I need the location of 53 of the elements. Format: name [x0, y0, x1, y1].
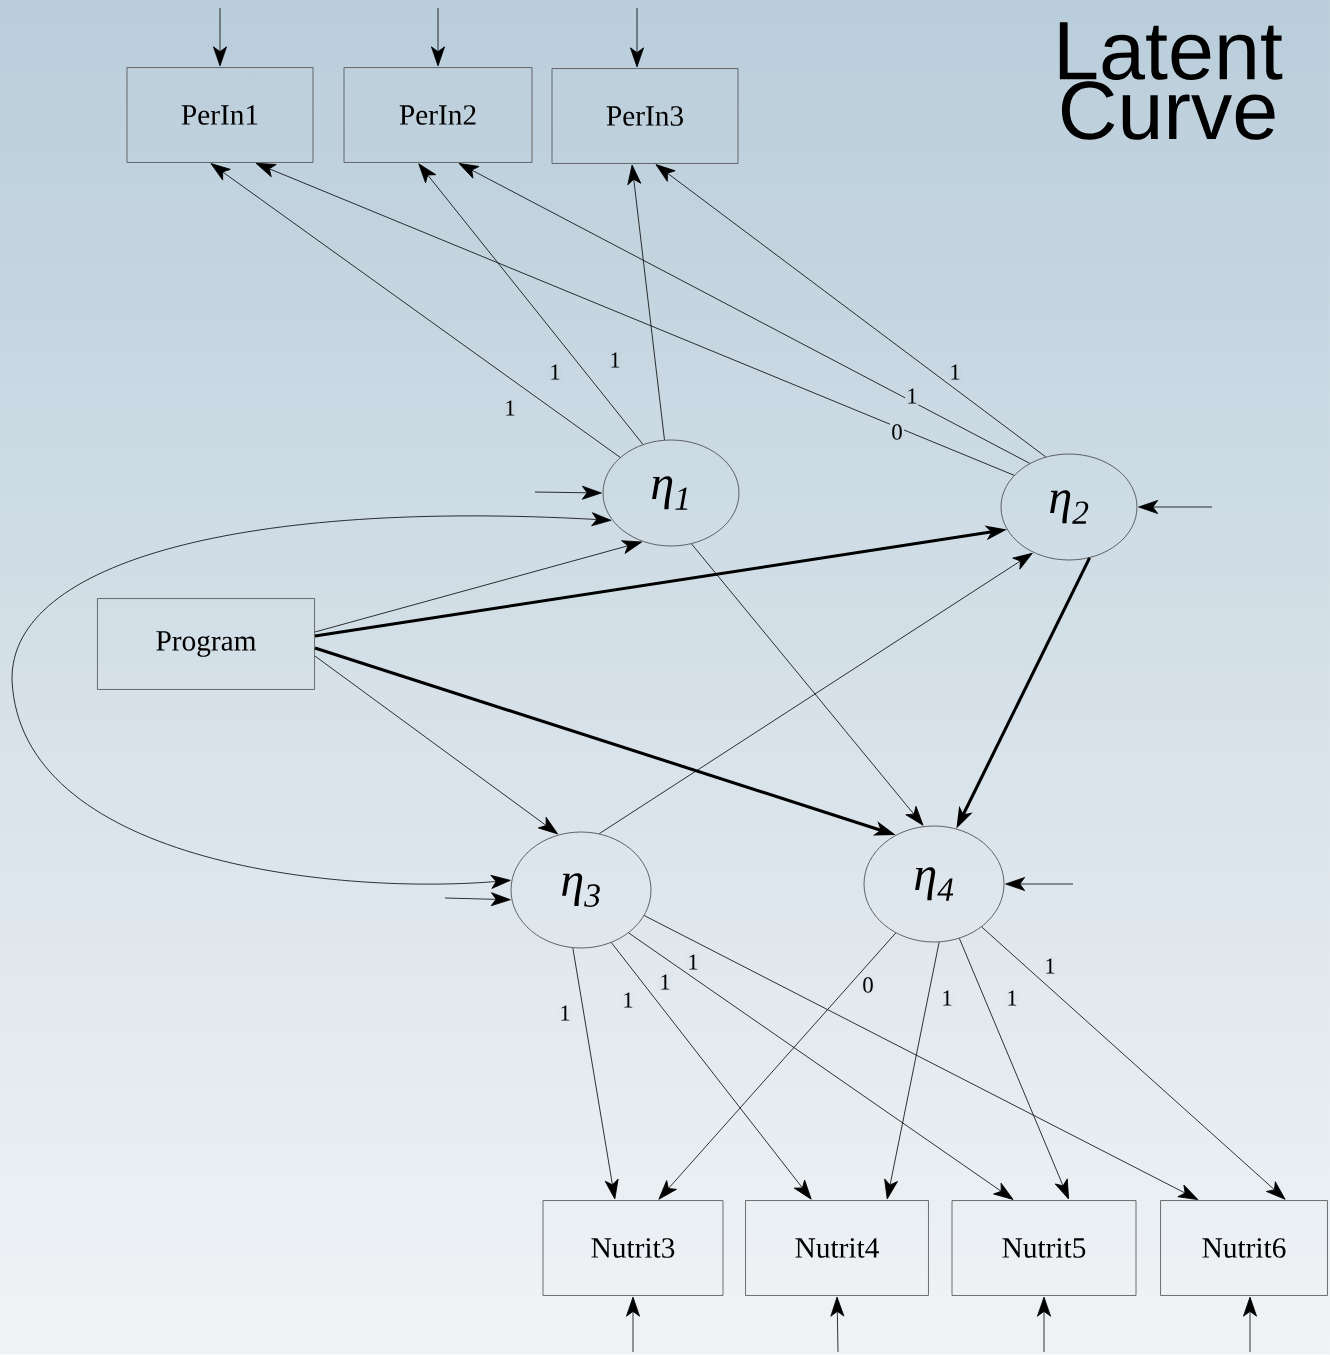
edge-label: 1: [951, 364, 960, 380]
error-arrow: [431, 7, 445, 67]
arrow: [598, 552, 1033, 834]
arrow: [314, 540, 643, 633]
error-arrow: [830, 1296, 845, 1353]
arrow: [959, 938, 1069, 1200]
variable-box: Nutrit6: [1160, 1200, 1328, 1296]
curved-arrow: [11, 512, 612, 889]
arrow: [611, 942, 812, 1200]
arrow: [210, 163, 621, 458]
edge-label: 1: [551, 364, 560, 380]
edge-label: 0: [863, 977, 873, 993]
error-arrow: [444, 892, 511, 907]
error-arrow: [1138, 500, 1213, 514]
arrow: [884, 941, 940, 1200]
variable-box: Program: [97, 598, 315, 690]
edge-label: 0: [892, 424, 902, 440]
error-arrow: [534, 485, 602, 500]
title: Latent Curve: [1059, 22, 1283, 140]
edge-label: 1: [624, 992, 633, 1008]
edge-label: 1: [1008, 990, 1017, 1006]
error-arrow: [1243, 1296, 1257, 1353]
edge-label: 1: [943, 990, 952, 1006]
error-arrow: [1005, 877, 1074, 891]
arrow: [643, 915, 1199, 1200]
edge-label: 1: [561, 1005, 570, 1021]
variable-box: PerIn2: [343, 67, 533, 163]
variable-box: Nutrit3: [542, 1200, 724, 1296]
arrow: [627, 164, 665, 441]
variable-box: Nutrit5: [951, 1200, 1137, 1296]
arrow: [418, 163, 644, 445]
arrow: [314, 655, 559, 835]
arrow: [658, 932, 897, 1200]
arrow: [981, 926, 1286, 1200]
error-arrow: [626, 1296, 640, 1353]
edge-label: 1: [1046, 958, 1055, 974]
edge-label: 1: [611, 352, 620, 368]
edge-label: 1: [506, 400, 515, 416]
variable-box: Nutrit4: [745, 1200, 929, 1296]
edge-label: 1: [908, 388, 917, 404]
arrow: [458, 163, 1031, 464]
arrow: [628, 932, 1014, 1200]
edge-label: 1: [661, 974, 670, 990]
arrow: [655, 164, 1046, 458]
error-arrow: [630, 7, 644, 68]
variable-box: PerIn3: [551, 68, 739, 164]
variable-box: PerIn1: [126, 67, 314, 163]
edge-label: 1: [689, 954, 698, 970]
arrow: [255, 162, 1015, 476]
error-arrow: [1037, 1296, 1051, 1353]
error-arrow: [213, 7, 227, 67]
arrow: [691, 543, 924, 826]
arrow: [572, 947, 619, 1200]
